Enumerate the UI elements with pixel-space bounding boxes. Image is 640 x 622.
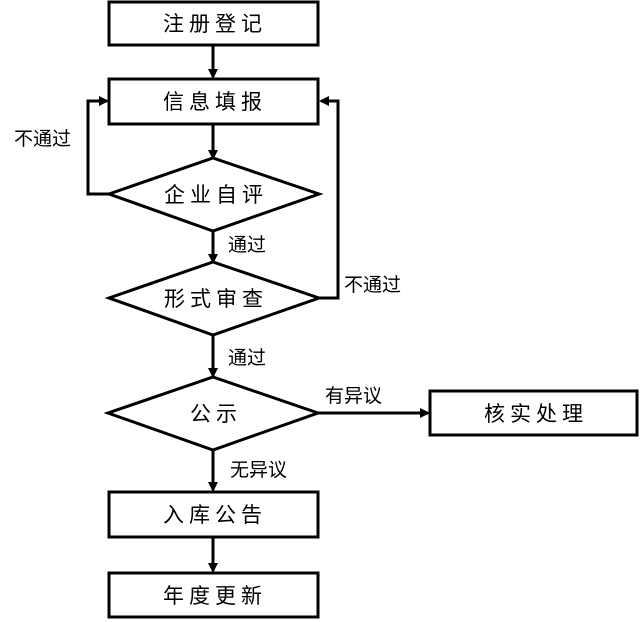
node-fill-info [107, 77, 320, 126]
node-register [107, 0, 320, 47]
node-announce-label: 入库公告 [163, 503, 267, 527]
node-fill-info-label: 信息填报 [163, 90, 267, 114]
edge-label-no-objection: 无异议 [230, 459, 287, 481]
node-announce [107, 490, 320, 539]
decision-formal-review-label: 形式审查 [164, 287, 268, 311]
connector-self-eval-fail-loop [86, 96, 109, 196]
edge-label-review-pass: 通过 [228, 347, 266, 369]
node-annual-update-label: 年度更新 [163, 584, 267, 608]
edge-label-self-eval-pass: 通过 [228, 234, 266, 256]
decision-formal-review [104, 260, 324, 337]
node-annual-update [107, 571, 320, 619]
connector-review-fail-loop [319, 96, 340, 300]
decision-self-eval [104, 156, 324, 233]
node-verify-label: 核实处理 [484, 402, 588, 426]
edge-label-has-objection: 有异议 [325, 385, 382, 407]
edge-label-self-eval-fail: 不通过 [14, 128, 71, 150]
decision-publicity-label: 公示 [190, 402, 242, 426]
decision-publicity [103, 375, 323, 452]
node-verify [428, 389, 639, 437]
node-register-label: 注册登记 [163, 12, 267, 36]
edge-label-review-fail: 不通过 [344, 274, 401, 296]
decision-self-eval-label: 企业自评 [164, 183, 268, 207]
